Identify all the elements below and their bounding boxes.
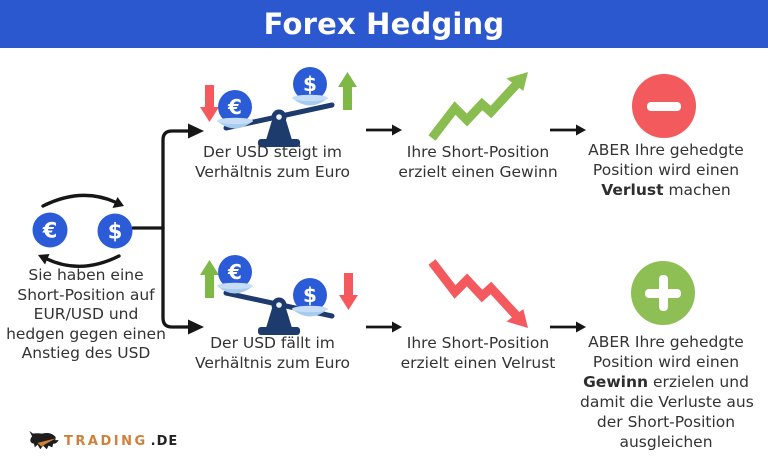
scale-pan-left [217,117,253,129]
caption-line: Verhältnis zum Euro [195,162,350,181]
start-caption: Sie haben eine Short-Position auf EUR/US… [0,266,172,364]
caption-line: Short-Position auf [17,285,155,304]
dollar-symbol: $ [108,220,123,244]
exchange-cycle-arrows [38,193,124,269]
plus-bar-vertical [658,275,668,311]
scale-pan-right [292,305,328,317]
arrow-head-top [188,123,204,139]
scale-pedestal [258,109,300,147]
euro-symbol: € [227,260,242,284]
caption-line: der Short-Position [596,413,736,431]
minus-bar [647,101,681,111]
scale-pan-right [292,94,328,106]
dollar-symbol: $ [303,283,317,307]
caption-line: Position wird einen [592,353,740,371]
flow-arrow-icon [366,124,402,136]
scale-usd-down-icon: € $ [200,255,358,335]
bold-word: Verlust [601,181,664,199]
caption-line: Sie haben eine [28,266,144,284]
scale-usd-up-caption: Der USD steigt im Verhältnis zum Euro [190,143,355,182]
bull-icon [29,430,59,450]
usd-up-arrow-icon [338,72,357,110]
euro-symbol: € [42,219,58,243]
header-banner: Forex Hedging [0,0,768,48]
scale-usd-up-icon: € $ [200,67,357,147]
caption-line: ausgleichen [619,433,713,451]
euro-coin-icon [218,255,252,289]
caption-line: Verhältnis zum Euro [195,353,350,372]
dollar-coin-icon [97,213,133,249]
flow-arrow-icon [550,321,586,333]
caption-line: Anstieg des USD [21,344,151,362]
uptrend-zigzag-icon [428,72,528,141]
euro-symbol: € [227,95,242,119]
caption-line: Der USD fällt im [210,334,335,352]
scale-pan-left [217,282,253,294]
caption-line: damit die Verluste aus [580,393,754,411]
caption-line-rest: erzielen und [648,373,749,391]
euro-down-arrow-icon [200,85,219,122]
euro-coin-icon [32,212,68,248]
euro-coin-icon [218,90,252,124]
caption-line: hedgen gegen einen [6,324,166,343]
scale-pedestal [258,297,300,335]
scale-usd-down-caption: Der USD fällt im Verhältnis zum Euro [190,334,355,373]
caption-line: Gewinn erzielen und [580,372,752,392]
page-title: Forex Hedging [263,7,505,41]
bold-word: Gewinn [583,373,649,391]
flow-arrow-icon [550,124,586,136]
plus-badge-icon [631,261,695,325]
caption-line: erzielt einen Velrust [400,353,556,372]
caption-line: Ihre Short-Position [406,143,550,161]
minus-badge-icon [632,74,696,138]
hedge-gain-caption: ABER Ihre gehedgte Position wird einen G… [580,332,754,452]
caption-line: EUR/USD und [33,305,139,323]
short-gain-caption: Ihre Short-Position erzielt einen Gewinn [398,143,558,182]
logo-brand-text: TRADING [64,433,148,449]
short-loss-caption: Ihre Short-Position erzielt einen Velrus… [398,334,558,373]
arrow-head-bottom [188,319,204,335]
caption-line: Verlust machen [584,180,748,200]
logo-suffix-text: .DE [150,433,179,449]
eur-usd-exchange-icon: € $ [32,193,133,269]
hedge-loss-caption: ABER Ihre gehedgte Position wird einen V… [584,140,748,200]
caption-line: Ihre Short-Position [406,334,550,352]
dollar-coin-icon [293,278,327,312]
caption-line-rest: machen [663,181,731,199]
usd-down-arrow-icon [339,273,358,310]
caption-line: ABER Ihre gehedgte [588,333,744,351]
caption-line: Der USD steigt im [202,143,343,161]
caption-line: ABER Ihre gehedgte [588,141,744,159]
euro-up-arrow-icon [200,260,219,298]
caption-line: erzielt einen Gewinn [398,162,558,181]
dollar-symbol: $ [303,72,317,96]
dollar-coin-icon [293,67,327,101]
trading-de-logo: TRADING.DE [27,430,178,452]
caption-line: Position wird einen [592,161,740,179]
branch-connector [132,123,204,335]
flow-arrow-icon [366,321,402,333]
downtrend-zigzag-icon [428,259,528,328]
